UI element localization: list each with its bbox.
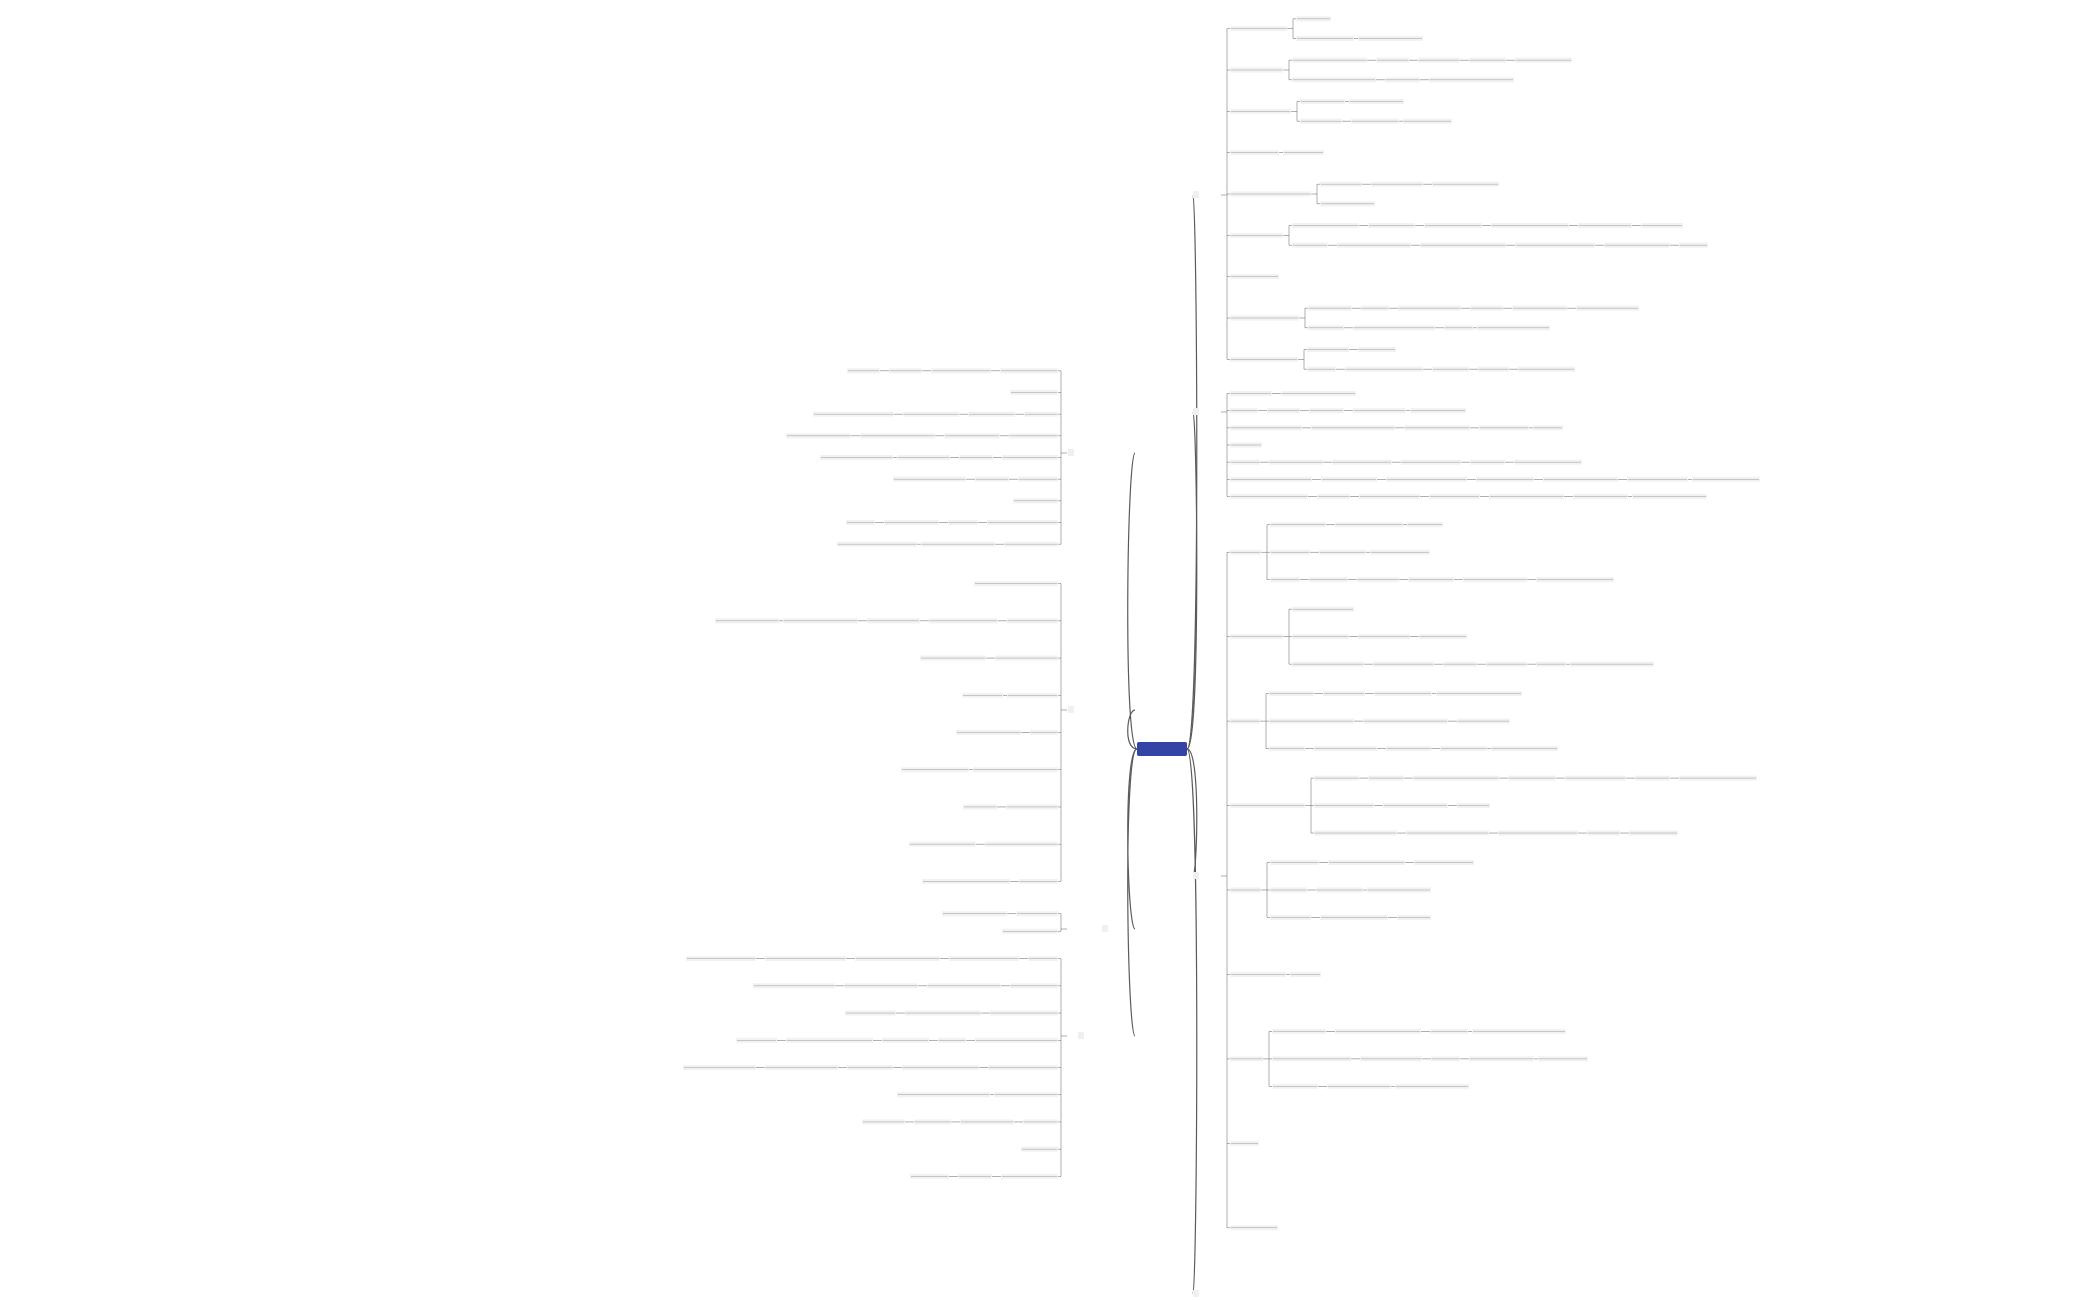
main-branch-connector bbox=[1186, 194, 1198, 750]
main-branch-connector bbox=[1186, 748, 1198, 1295]
main-branch-connector bbox=[1186, 411, 1198, 750]
main-topic-right-2[interactable] bbox=[1193, 408, 1199, 415]
main-branch-connector bbox=[1127, 748, 1138, 1037]
main-branch-connector bbox=[1127, 709, 1138, 750]
branch-lines bbox=[1127, 194, 1198, 1295]
main-topic-right-3[interactable] bbox=[1193, 872, 1199, 879]
main-topic-left-1[interactable] bbox=[1068, 449, 1074, 456]
leaf-nodes bbox=[683, 16, 1760, 1231]
main-topic-left-4[interactable] bbox=[1078, 1032, 1084, 1039]
main-topic-left-3[interactable] bbox=[1102, 925, 1108, 932]
main-topic-right-1[interactable] bbox=[1193, 191, 1199, 198]
central-topic[interactable] bbox=[1137, 742, 1187, 756]
subtree-lines bbox=[756, 18, 1692, 1229]
main-branch-connector bbox=[1186, 748, 1198, 877]
main-topic-left-2[interactable] bbox=[1068, 706, 1074, 713]
main-topic-right-4[interactable] bbox=[1193, 1290, 1199, 1297]
main-branch-connector bbox=[1127, 748, 1138, 930]
main-branch-connector bbox=[1127, 452, 1138, 750]
